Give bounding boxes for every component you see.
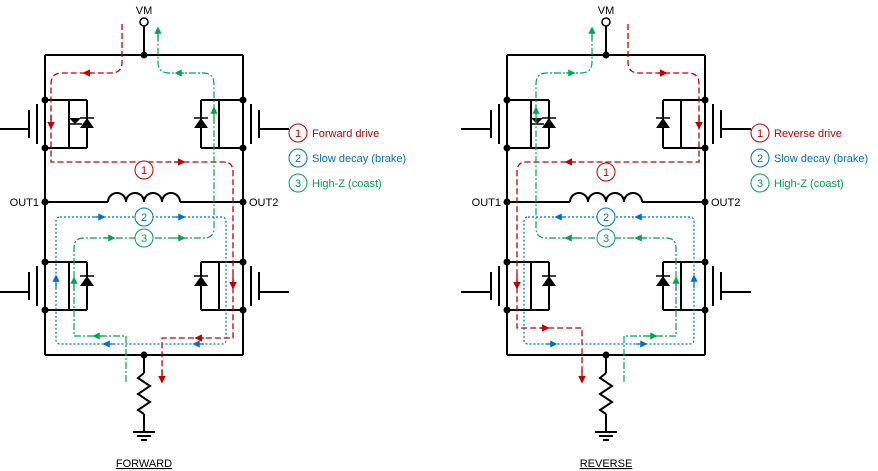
legend-slow-decay: Slow decay (brake) [312,153,406,165]
reverse-caption: REVERSE [580,458,633,470]
reverse-legend: 1 Reverse drive 2 Slow decay (brake) 3 H… [750,123,868,193]
forward-caption: FORWARD [116,458,172,470]
out2-label: OUT2 [711,197,740,209]
svg-text:1: 1 [757,128,763,140]
svg-text:2: 2 [295,153,301,165]
svg-text:2: 2 [141,212,147,224]
legend-slow-decay: Slow decay (brake) [774,153,868,165]
svg-text:2: 2 [603,212,609,224]
path-marker-2: 2 [596,207,616,227]
coast-path [73,28,215,382]
legend-reverse-drive: Reverse drive [774,128,842,140]
path-marker-3: 3 [596,228,616,248]
out1-label: OUT1 [10,197,39,209]
vm-label: VM [136,5,153,17]
forward-legend: 1 Forward drive 2 Slow decay (brake) 3 H… [288,123,406,193]
out1-label: OUT1 [472,197,501,209]
legend-forward-drive: Forward drive [312,128,379,140]
svg-text:1: 1 [603,167,609,179]
forward-panel: VM OUT1 OUT2 1 2 [0,5,406,470]
vm-label: VM [598,5,615,17]
coast-path [535,28,677,382]
path-marker-1: 1 [134,160,154,180]
legend-high-z: High-Z (coast) [774,178,844,190]
out2-label: OUT2 [249,197,278,209]
svg-text:1: 1 [295,128,301,140]
legend-high-z: High-Z (coast) [312,178,382,190]
svg-text:3: 3 [295,178,301,190]
svg-text:1: 1 [141,165,147,177]
svg-text:2: 2 [757,153,763,165]
reverse-panel: VM OUT1 OUT2 1 2 [460,5,868,470]
forward-drive-path [50,24,234,382]
path-marker-1: 1 [596,162,616,182]
reverse-drive-path [516,24,700,382]
path-marker-3: 3 [134,228,154,248]
svg-text:3: 3 [603,233,609,245]
path-marker-2: 2 [134,207,154,227]
svg-text:3: 3 [757,178,763,190]
svg-text:3: 3 [141,233,147,245]
